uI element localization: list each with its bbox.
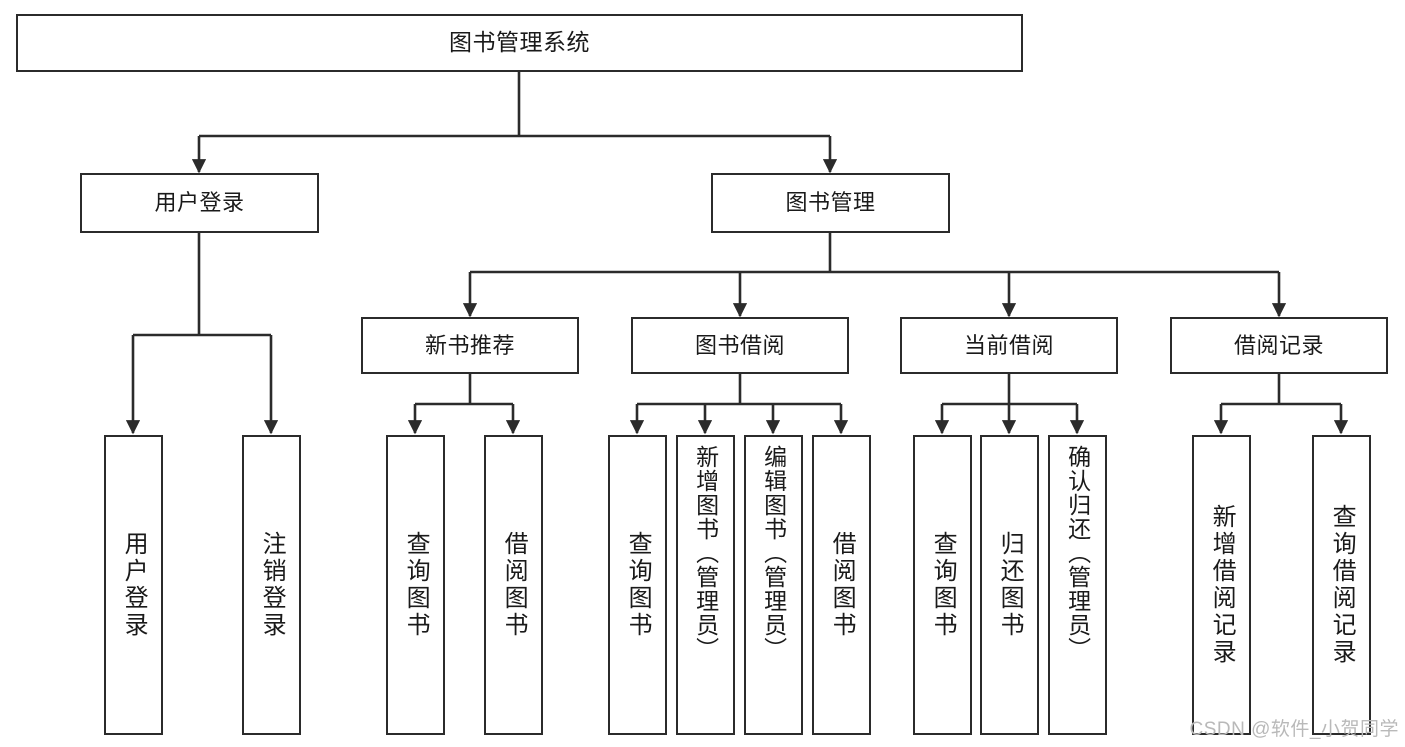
node-leaf-user-login-label: 用户登录: [120, 531, 148, 639]
node-leaf-return-book[interactable]: 归还图书: [980, 435, 1039, 735]
node-leaf-confirm-return[interactable]: 确认归还（管理员）: [1048, 435, 1107, 735]
node-root[interactable]: 图书管理系统: [16, 14, 1023, 72]
node-leaf-borrow-book-1[interactable]: 借阅图书: [484, 435, 543, 735]
node-leaf-query-book-3[interactable]: 查询图书: [913, 435, 972, 735]
node-leaf-add-record-label: 新增借阅记录: [1208, 504, 1236, 666]
node-borrow-record[interactable]: 借阅记录: [1170, 317, 1388, 374]
node-current-borrow[interactable]: 当前借阅: [900, 317, 1118, 374]
node-leaf-borrow-book-2[interactable]: 借阅图书: [812, 435, 871, 735]
node-leaf-query-record-label: 查询借阅记录: [1328, 504, 1356, 666]
node-current-borrow-label: 当前借阅: [963, 332, 1054, 358]
node-root-label: 图书管理系统: [449, 29, 590, 56]
csdn-watermark: CSDN @软件_小贺同学: [1189, 719, 1399, 740]
node-leaf-query-book-2-label: 查询图书: [624, 531, 652, 639]
node-book-manage[interactable]: 图书管理: [711, 173, 950, 233]
node-user-login[interactable]: 用户登录: [80, 173, 319, 233]
node-book-borrow-label: 图书借阅: [694, 332, 785, 358]
node-leaf-query-record[interactable]: 查询借阅记录: [1312, 435, 1371, 735]
node-new-book-recommend[interactable]: 新书推荐: [361, 317, 579, 374]
node-leaf-add-record[interactable]: 新增借阅记录: [1192, 435, 1251, 735]
node-leaf-edit-book-label: 编辑图书（管理员）: [760, 445, 787, 661]
node-leaf-query-book-2[interactable]: 查询图书: [608, 435, 667, 735]
node-leaf-edit-book[interactable]: 编辑图书（管理员）: [744, 435, 803, 735]
node-leaf-add-book-label: 新增图书（管理员）: [692, 445, 719, 661]
node-leaf-add-book[interactable]: 新增图书（管理员）: [676, 435, 735, 735]
node-leaf-logout-login[interactable]: 注销登录: [242, 435, 301, 735]
node-book-manage-label: 图书管理: [785, 190, 876, 216]
node-book-borrow[interactable]: 图书借阅: [631, 317, 849, 374]
node-leaf-query-book-3-label: 查询图书: [929, 531, 957, 639]
node-leaf-return-book-label: 归还图书: [996, 531, 1024, 639]
node-leaf-borrow-book-1-label: 借阅图书: [500, 531, 528, 639]
node-leaf-query-book-1-label: 查询图书: [402, 531, 430, 639]
node-leaf-logout-login-label: 注销登录: [258, 531, 286, 639]
node-leaf-confirm-return-label: 确认归还（管理员）: [1064, 445, 1091, 661]
node-borrow-record-label: 借阅记录: [1233, 332, 1324, 358]
node-user-login-label: 用户登录: [154, 190, 245, 216]
node-leaf-borrow-book-2-label: 借阅图书: [828, 531, 856, 639]
node-leaf-query-book-1[interactable]: 查询图书: [386, 435, 445, 735]
node-leaf-user-login[interactable]: 用户登录: [104, 435, 163, 735]
node-new-book-recommend-label: 新书推荐: [424, 332, 515, 358]
